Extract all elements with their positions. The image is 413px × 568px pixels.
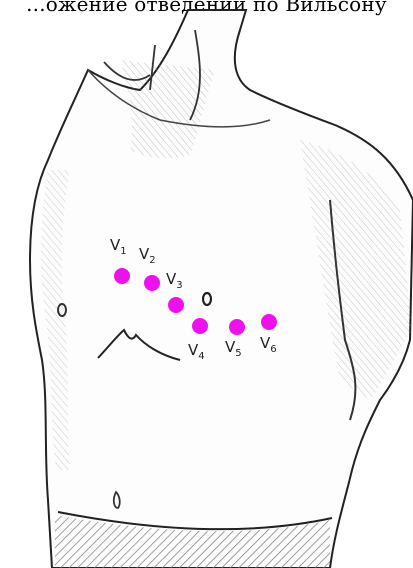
electrode-v5 [229, 319, 245, 335]
electrode-v4 [192, 318, 208, 334]
electrode-v6 [261, 314, 277, 330]
electrode-v3 [168, 297, 184, 313]
electrode-v2 [144, 275, 160, 291]
electrode-v1 [114, 268, 130, 284]
